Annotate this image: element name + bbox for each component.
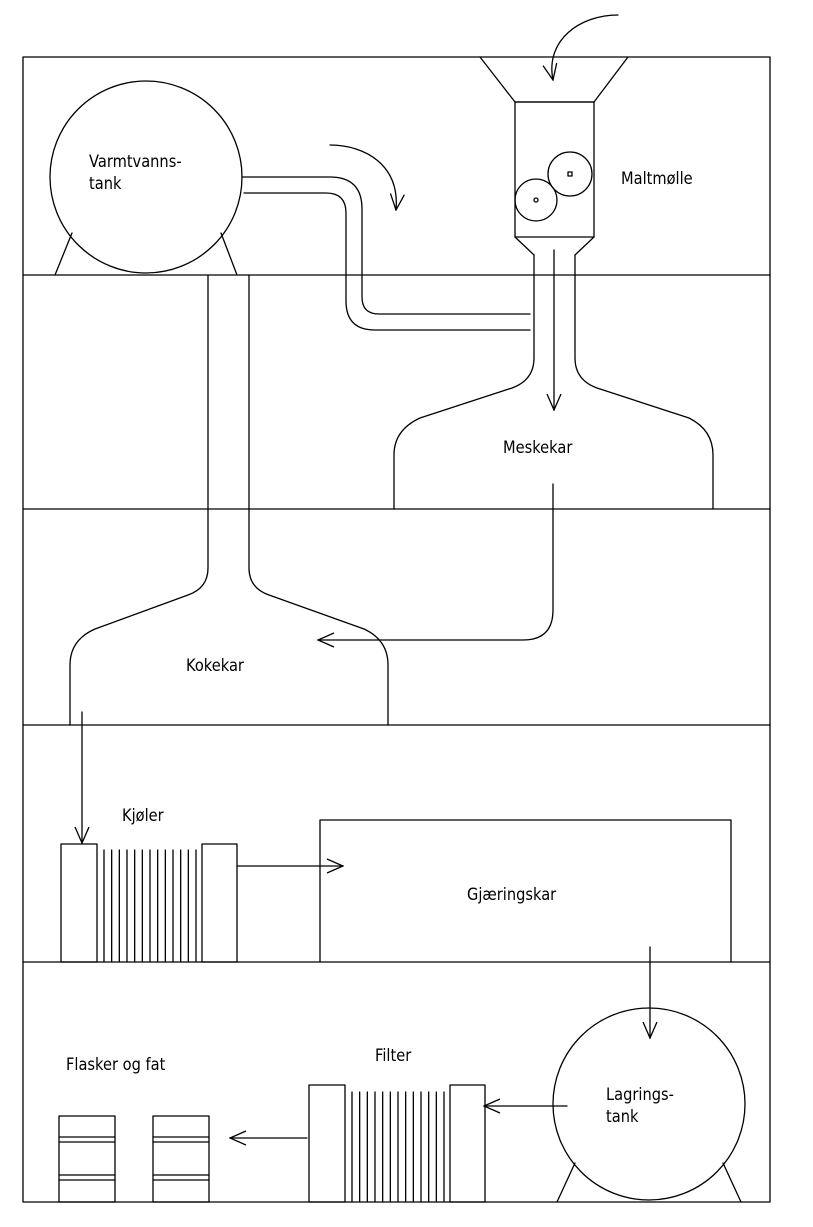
mash-tun xyxy=(393,249,714,510)
malt-mill-roller-left xyxy=(514,178,558,222)
cooler-label: Kjøler xyxy=(122,806,164,826)
mash-tun-label: Meskekar xyxy=(503,438,573,458)
water-flow-arrow xyxy=(329,144,396,210)
malt-input-arrow xyxy=(552,14,619,80)
mash-tun-body-right xyxy=(574,254,714,510)
filter xyxy=(308,1084,486,1203)
boil-kettle-body-right xyxy=(248,274,389,726)
cooler-right-plate xyxy=(201,843,238,963)
cooler-left-plate xyxy=(60,843,98,963)
storage-tank-leg-left xyxy=(556,1162,576,1203)
malt-mill-label: Maltmølle xyxy=(621,169,693,189)
fermenter xyxy=(319,819,732,963)
fermenter-label: Gjæringskar xyxy=(467,885,557,905)
filter-fins xyxy=(351,1091,445,1203)
malt-mill-outlet xyxy=(514,236,595,256)
malt-mill-roller-right xyxy=(547,151,593,197)
storage-tank-leg-right xyxy=(722,1162,742,1203)
boil-kettle-body-left xyxy=(69,274,209,726)
hot-water-tank-leg-right xyxy=(220,232,238,276)
building-frame xyxy=(22,56,771,1203)
building-outline xyxy=(22,56,771,1203)
cooler-fins xyxy=(103,849,197,963)
malt-mill-body xyxy=(514,101,595,238)
keg-left xyxy=(58,1115,116,1203)
mash-tun-body xyxy=(393,254,535,510)
malt-mill-roller-left-axle xyxy=(533,197,539,203)
storage-tank xyxy=(552,1007,746,1203)
malt-mill xyxy=(479,56,629,256)
storage-tank-label: Lagrings- tank xyxy=(606,1085,674,1127)
boil-kettle-label: Kokekar xyxy=(186,656,244,676)
hot-water-tank-leg-left xyxy=(54,232,73,276)
cooler xyxy=(60,843,238,963)
mash-to-kettle-arrow xyxy=(318,483,554,640)
bottles-and-kegs-label: Flasker og fat xyxy=(66,1055,166,1075)
keg-right xyxy=(152,1115,210,1203)
hot-water-pipe xyxy=(241,176,531,331)
hot-water-tank-label: Varmtvanns- tank xyxy=(89,152,182,194)
filter-right-plate xyxy=(449,1084,486,1203)
filter-left-plate xyxy=(308,1084,346,1203)
storage-tank-body xyxy=(552,1007,746,1201)
malt-mill-roller-right-axle xyxy=(567,171,573,177)
filter-label: Filter xyxy=(375,1046,412,1066)
boil-kettle xyxy=(69,274,389,726)
malt-mill-hopper xyxy=(479,56,629,103)
